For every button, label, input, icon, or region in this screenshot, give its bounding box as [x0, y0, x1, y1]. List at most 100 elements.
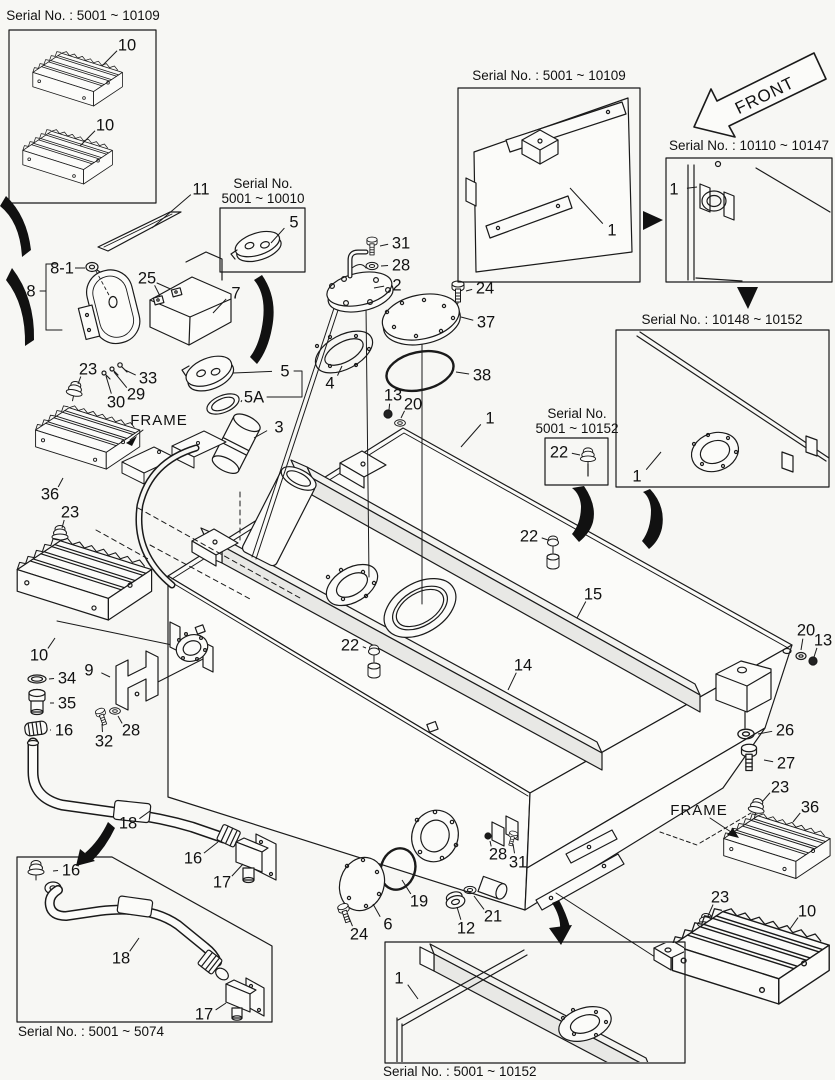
part-label-16: 16	[184, 850, 202, 868]
part-label-10: 10	[30, 647, 48, 665]
sender-gasket-4	[314, 330, 374, 374]
leader-line	[113, 371, 128, 388]
leader-line	[372, 903, 381, 918]
part-label-28: 28	[489, 846, 507, 864]
leader-line	[117, 715, 123, 724]
inset-plug-all	[544, 437, 609, 486]
leader-line	[388, 403, 391, 411]
part-label-34: 34	[58, 670, 76, 688]
part-label-2: 2	[392, 277, 401, 295]
part-label-22: 22	[341, 637, 359, 655]
part-label-1: 1	[607, 222, 616, 240]
arrow-tip-icon	[76, 849, 95, 866]
serial-caption-tank-late: Serial No. : 5001 ~ 10152	[383, 1064, 536, 1079]
cap-screws-33-29-30	[101, 362, 128, 380]
leader-line	[215, 1002, 227, 1011]
frame-label-0: FRAME	[130, 412, 188, 429]
inset-cap-early	[219, 207, 306, 273]
bottom-flange-group	[336, 809, 519, 925]
cover-plate-37	[381, 293, 461, 346]
part-label-10: 10	[96, 117, 114, 135]
cover-8	[39, 261, 141, 345]
leader-line	[792, 812, 801, 823]
leader-line	[489, 840, 492, 847]
swoosh-arrow	[250, 275, 274, 364]
part-label-36: 36	[41, 486, 59, 504]
leader-line	[48, 678, 55, 680]
leader-line	[576, 601, 587, 619]
leader-line	[139, 810, 151, 820]
part-label-12: 12	[457, 920, 475, 938]
leader-line	[212, 298, 227, 314]
part-label-5A: 5A	[244, 389, 264, 407]
serial-header2-plug-all: 5001 ~ 10152	[536, 421, 619, 436]
blade-11	[97, 211, 182, 252]
frame-pointers	[126, 429, 752, 846]
part-label-26: 26	[776, 722, 794, 740]
serial-header-plug-all: Serial No.	[547, 406, 606, 421]
serial-caption-hose-early: Serial No. : 5001 ~ 5074	[18, 1024, 164, 1039]
part-label-28: 28	[392, 257, 410, 275]
part-label-3: 3	[274, 419, 283, 437]
leader-line	[686, 186, 698, 189]
arrow-down-icon	[549, 925, 572, 945]
part-label-11: 11	[192, 181, 209, 199]
serial-header2-cap-early: 5001 ~ 10010	[222, 191, 305, 206]
leader-line	[507, 672, 517, 691]
frame-sketch	[95, 430, 301, 601]
leader-line	[407, 984, 419, 1000]
bracket-7	[149, 251, 232, 346]
nut-13-icon	[383, 409, 393, 419]
part-label-36: 36	[801, 799, 819, 817]
serial-header-panel-early: Serial No. : 5001 ~ 10109	[472, 68, 625, 83]
part-label-16: 16	[62, 862, 80, 880]
part-label-18: 18	[119, 815, 137, 833]
part-label-24: 24	[476, 280, 494, 298]
serial-header-panel-mid: Serial No. : 10110 ~ 10147	[669, 138, 829, 153]
part-label-1: 1	[394, 970, 403, 988]
part-label-31: 31	[509, 854, 527, 872]
arrow-right-icon	[643, 211, 663, 230]
part-label-9: 9	[84, 662, 93, 680]
leader-line	[77, 376, 82, 385]
leader-line	[57, 477, 64, 488]
leader-line	[380, 264, 389, 267]
leader-line	[347, 914, 353, 927]
leader-line	[373, 285, 385, 289]
leader-line	[569, 187, 604, 224]
inset-steps-early	[8, 29, 157, 204]
part-label-29: 29	[127, 386, 145, 404]
part-label-28: 28	[122, 722, 140, 740]
part-label-19: 19	[410, 893, 428, 911]
leader-line	[460, 316, 474, 321]
part-label-15: 15	[584, 586, 602, 604]
part-label-22: 22	[520, 528, 538, 546]
leader-line	[129, 937, 140, 952]
leader-line	[456, 906, 462, 920]
leader-line	[362, 646, 367, 649]
leader-line	[240, 400, 243, 403]
part-label-1: 1	[669, 181, 678, 199]
mount-strips	[535, 829, 656, 958]
front-flange	[56, 620, 214, 687]
part-label-16: 16	[55, 722, 73, 740]
leader-line	[763, 759, 774, 763]
part-label-38: 38	[473, 367, 491, 385]
leader-line	[232, 370, 273, 374]
swoosh-arrow	[552, 900, 570, 929]
part-label-18: 18	[112, 950, 130, 968]
part-label-27: 27	[777, 755, 795, 773]
leader-line	[379, 243, 389, 247]
leader-line	[757, 730, 773, 735]
leader-line	[645, 451, 662, 470]
fuel-cap-5	[181, 355, 235, 392]
part-label-14: 14	[514, 657, 532, 675]
part-label-1: 1	[485, 410, 494, 428]
leader-line	[541, 537, 549, 541]
leader-line	[455, 371, 470, 375]
part-label-13: 13	[814, 632, 832, 650]
leader-line	[465, 288, 473, 292]
part-label-20: 20	[404, 396, 422, 414]
suction-fitting-stack	[24, 674, 48, 737]
